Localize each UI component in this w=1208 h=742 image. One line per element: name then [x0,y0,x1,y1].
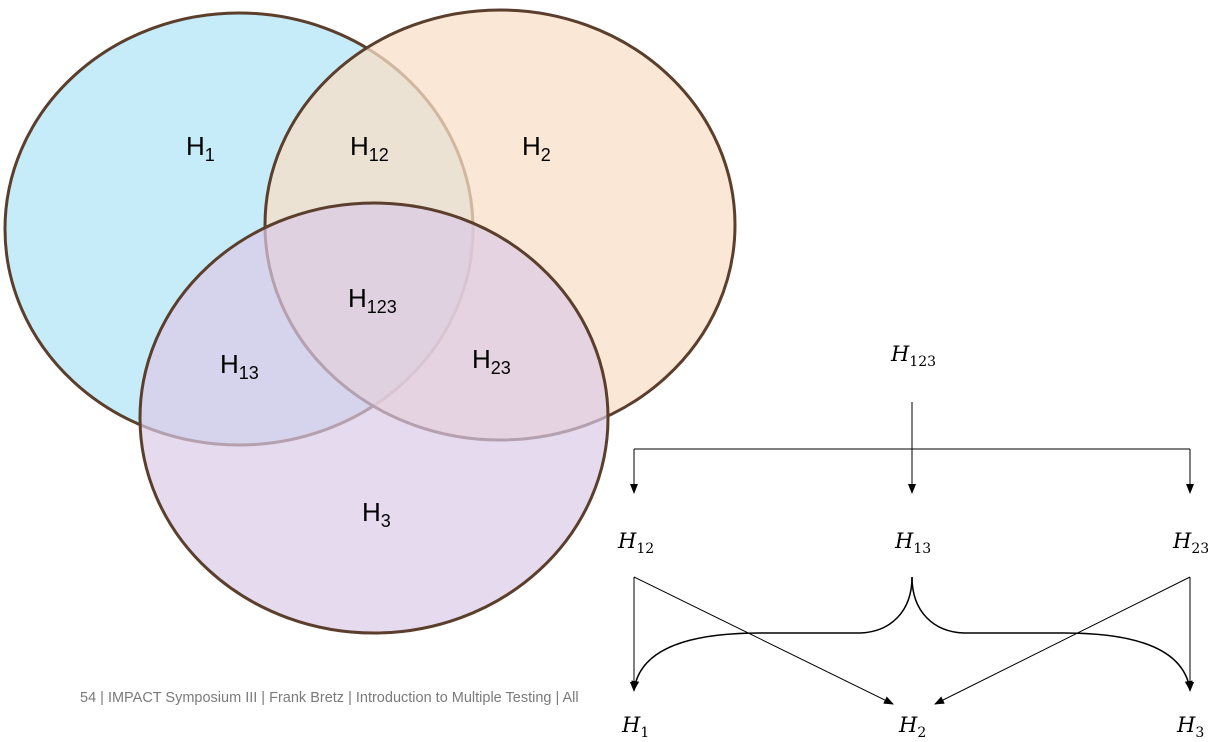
venn-label-h123: H123 [348,283,397,317]
venn-label-h1: H1 [186,131,215,165]
tree-node-h23: H23 [1172,529,1208,557]
tree-node-h123: H123 [890,342,936,370]
tree-node-h12: H12 [617,529,654,557]
venn-label-h13: H13 [220,349,259,383]
circle-h3 [138,201,610,635]
venn-diagram: H1 H12 H2 H123 H13 H23 H3 [3,8,737,635]
tree-node-h1: H1 [621,713,649,741]
root-connectors [630,402,1194,494]
venn-label-h23: H23 [472,344,511,378]
slide-footer: 54 | IMPACT Symposium III | Frank Bretz … [80,690,579,706]
venn-label-h12: H12 [350,131,389,165]
leaf-connectors [630,576,1194,705]
tree-node-h13: H13 [894,529,931,557]
venn-label-h3: H3 [362,497,391,531]
venn-label-h2: H2 [522,131,551,165]
tree-node-h3: H3 [1176,713,1204,741]
closure-tree: H123 H12 H13 H23 H1 H2 H3 [617,342,1208,741]
tree-node-h2: H2 [898,713,926,741]
